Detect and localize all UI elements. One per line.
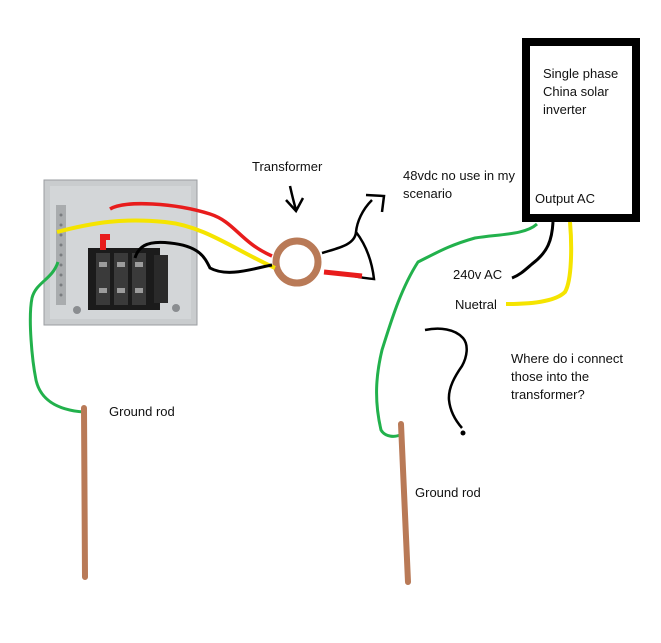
neutral-label: Nuetral — [455, 297, 497, 312]
output-ac-label: Output AC — [535, 191, 595, 206]
transformer-ring — [272, 237, 322, 287]
red-wire — [109, 201, 273, 258]
dc-black-wire — [321, 193, 386, 281]
yellow-wire — [56, 218, 276, 270]
dc-note-label: 48vdc no use in my scenario — [403, 168, 516, 201]
left-ground-rod — [81, 405, 88, 580]
right-ground-rod — [398, 421, 411, 585]
left-green-wire — [28, 261, 85, 414]
inverter-box — [522, 38, 640, 222]
inverter-black-wire — [511, 221, 555, 280]
transformer-label: Transformer — [252, 159, 323, 174]
right-green-wire — [375, 222, 539, 438]
ground-rod-left-label: Ground rod — [109, 404, 175, 419]
question-squiggle — [424, 327, 468, 429]
inverter-label: Single phase China solar inverter — [543, 66, 619, 117]
ground-rod-right-label: Ground rod — [415, 485, 481, 500]
red-wire-terminal — [100, 234, 110, 250]
black-wire — [133, 240, 273, 274]
breaker-panel — [43, 179, 198, 326]
ac-240v-label: 240v AC — [453, 267, 503, 282]
question-label: Where do i connect those into the transf… — [511, 351, 624, 402]
transformer-arrow — [285, 185, 305, 214]
dc-red-wire — [323, 269, 363, 279]
question-dot — [460, 430, 466, 436]
inverter-yellow-wire — [505, 221, 574, 306]
